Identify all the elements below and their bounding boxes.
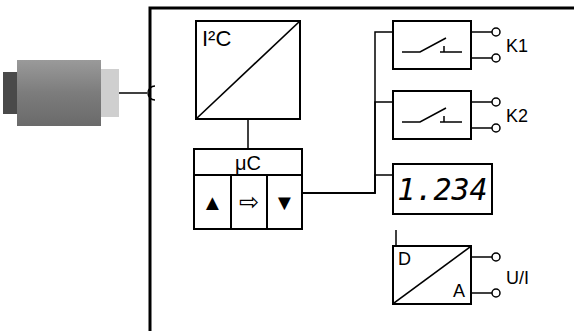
node-label: A bbox=[453, 282, 465, 300]
node-label: μC bbox=[195, 153, 301, 173]
node-label: ⇨ bbox=[232, 190, 266, 214]
node-label: 1.234 bbox=[394, 175, 491, 205]
connector bbox=[303, 32, 392, 193]
node-label: I²C bbox=[202, 28, 231, 50]
housing bbox=[150, 8, 574, 331]
converter-box: DAU/I bbox=[392, 245, 472, 305]
microcontroller-box: μC ▲⇨▼ bbox=[193, 148, 303, 230]
cable bbox=[119, 92, 147, 94]
switch-symbol bbox=[394, 92, 470, 138]
connector bbox=[395, 230, 397, 245]
relay-box: K2 bbox=[392, 90, 472, 140]
relay-box: K1 bbox=[392, 20, 472, 70]
display-box: 1.234 bbox=[392, 163, 493, 215]
button: ▼ bbox=[266, 174, 301, 228]
terminal-label: U/I bbox=[506, 269, 529, 287]
connector bbox=[303, 102, 392, 193]
node-label: ▲ bbox=[195, 192, 230, 214]
switch-symbol bbox=[394, 22, 470, 68]
node-label: ▼ bbox=[268, 192, 301, 214]
connector bbox=[247, 120, 249, 148]
button: ▲ bbox=[195, 174, 230, 228]
terminal-label: K2 bbox=[506, 107, 528, 125]
converter-box: I²C bbox=[195, 20, 301, 120]
node-label: D bbox=[398, 250, 411, 268]
connector bbox=[303, 175, 392, 193]
terminal-label: K1 bbox=[506, 37, 528, 55]
button: ⇨ bbox=[230, 174, 266, 228]
sensor-symbol bbox=[3, 60, 119, 126]
